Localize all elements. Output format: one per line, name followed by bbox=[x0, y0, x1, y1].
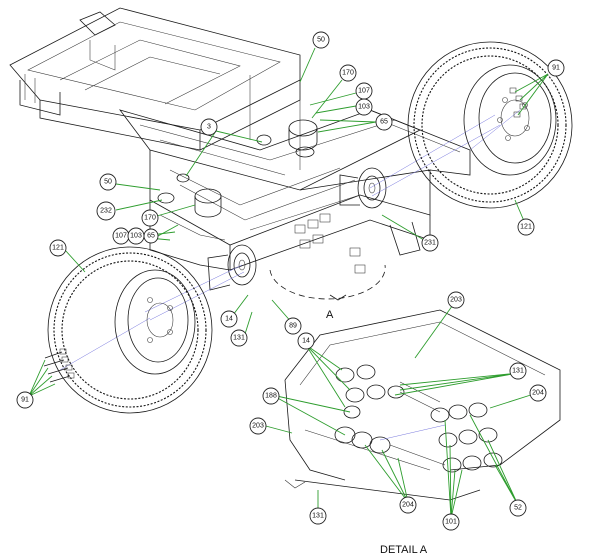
callout-89: 89 bbox=[284, 317, 302, 335]
svg-text:121: 121 bbox=[520, 224, 532, 231]
svg-text:204: 204 bbox=[532, 390, 544, 397]
callout-107-top: 107 bbox=[355, 82, 373, 100]
callout-14-detail: 14 bbox=[297, 332, 315, 350]
callout-170-left: 170 bbox=[141, 209, 159, 227]
callout-204-bottom: 131 bbox=[309, 507, 327, 525]
right-rear-tire bbox=[407, 41, 573, 209]
callout-103-top: 103 bbox=[355, 98, 373, 116]
svg-text:50: 50 bbox=[104, 179, 112, 186]
callout-203-left: 203 bbox=[249, 417, 267, 435]
svg-text:89: 89 bbox=[289, 323, 297, 330]
svg-text:170: 170 bbox=[342, 70, 354, 77]
callout-121-left: 121 bbox=[49, 239, 67, 257]
svg-text:203: 203 bbox=[252, 423, 264, 430]
callout-231: 231 bbox=[421, 234, 439, 252]
suspension-mounts bbox=[157, 119, 318, 218]
svg-text:131: 131 bbox=[512, 368, 524, 375]
callout-91-right: 91 bbox=[547, 59, 565, 77]
detail-marker-label: A bbox=[326, 309, 334, 321]
callout-203-top: 203 bbox=[447, 291, 465, 309]
svg-text:231: 231 bbox=[424, 240, 436, 247]
svg-text:101: 101 bbox=[445, 519, 457, 526]
svg-text:107: 107 bbox=[358, 88, 370, 95]
svg-text:232: 232 bbox=[100, 208, 112, 215]
callout-131: 131 bbox=[230, 329, 248, 347]
callout-14: 14 bbox=[220, 310, 238, 328]
svg-text:170: 170 bbox=[144, 215, 156, 222]
callout-65-left: 65 bbox=[143, 228, 159, 244]
left-lug-nuts bbox=[43, 348, 75, 383]
svg-text:203: 203 bbox=[450, 297, 462, 304]
callout-3: 3 bbox=[200, 118, 218, 136]
svg-text:50: 50 bbox=[317, 37, 325, 44]
callout-65-top: 65 bbox=[375, 113, 393, 131]
leader-lines bbox=[28, 47, 549, 519]
svg-text:107: 107 bbox=[115, 233, 127, 240]
callout-52: 52 bbox=[509, 499, 527, 517]
svg-text:65: 65 bbox=[147, 233, 155, 240]
svg-text:103: 103 bbox=[130, 233, 142, 240]
svg-text:131: 131 bbox=[233, 335, 245, 342]
svg-text:131: 131 bbox=[312, 513, 324, 520]
detail-a-view bbox=[269, 264, 561, 501]
callout-91-left: 91 bbox=[16, 391, 34, 409]
callout-107-left: 107 bbox=[112, 227, 130, 245]
svg-text:91: 91 bbox=[21, 397, 29, 404]
detail-title: DETAIL A bbox=[380, 544, 428, 556]
svg-text:204: 204 bbox=[402, 502, 414, 509]
svg-text:14: 14 bbox=[225, 316, 233, 323]
svg-text:3: 3 bbox=[207, 124, 211, 131]
callout-131-bottom: 204 bbox=[399, 496, 417, 514]
callout-50-top: 50 bbox=[312, 31, 330, 49]
callout-131-detail: 131 bbox=[509, 362, 527, 380]
callout-232: 232 bbox=[96, 201, 116, 221]
callout-103-left: 103 bbox=[127, 227, 145, 245]
drive-motors bbox=[207, 167, 387, 291]
svg-text:91: 91 bbox=[552, 65, 560, 72]
svg-text:188: 188 bbox=[265, 393, 277, 400]
callout-101: 101 bbox=[442, 513, 460, 531]
svg-text:121: 121 bbox=[52, 245, 64, 252]
chassis-frame bbox=[9, 7, 471, 271]
callout-121-right: 121 bbox=[517, 218, 535, 236]
callout-204-right: 204 bbox=[529, 384, 547, 402]
callout-170-top: 170 bbox=[339, 64, 357, 82]
callout-188: 188 bbox=[262, 387, 280, 405]
svg-text:103: 103 bbox=[358, 104, 370, 111]
right-lug-nuts bbox=[509, 87, 527, 118]
svg-text:52: 52 bbox=[514, 505, 522, 512]
svg-text:65: 65 bbox=[380, 119, 388, 126]
detail-a-circle bbox=[269, 264, 386, 300]
left-rear-tire bbox=[47, 246, 213, 414]
svg-text:14: 14 bbox=[302, 338, 310, 345]
callout-50-left: 50 bbox=[99, 173, 117, 191]
